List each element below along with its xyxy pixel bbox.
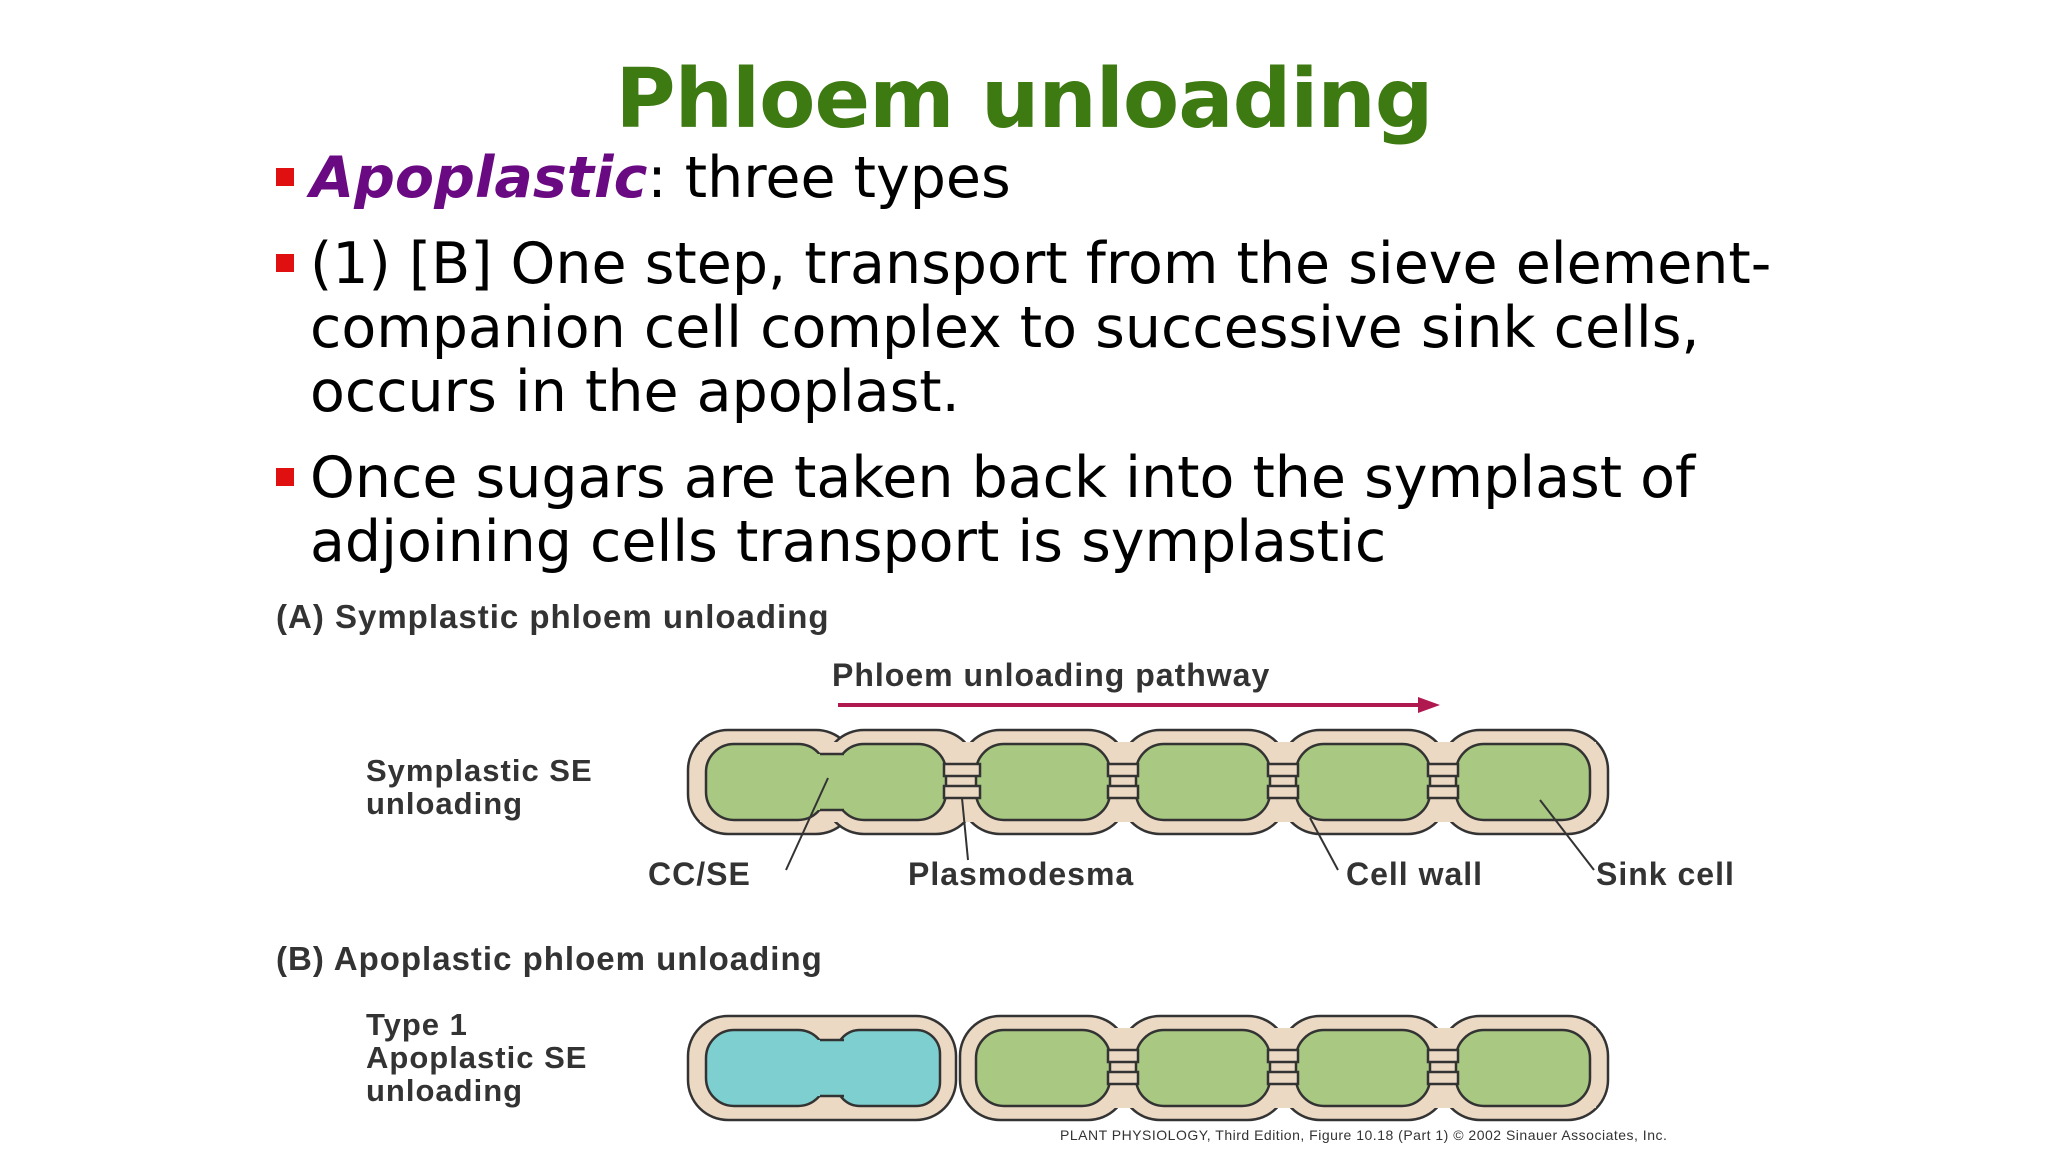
sink-cell-shape (1294, 742, 1432, 822)
side-label-line: Apoplastic SE (366, 1040, 588, 1075)
bullet-marker (276, 254, 294, 272)
bullet-line: Once sugars are taken back into the symp… (310, 445, 1696, 511)
figure-credit: PLANT PHYSIOLOGY, Third Edition, Figure … (1060, 1127, 1668, 1143)
plasmodesmata (942, 762, 1460, 800)
sink-cell-shape (974, 742, 1112, 822)
bullet-symplast: Once sugars are taken back into the symp… (276, 445, 1790, 575)
side-label-line: Symplastic SE (366, 753, 593, 788)
side-label-line: unloading (366, 786, 524, 821)
callout-sink-cell: Sink cell (1596, 856, 1735, 892)
bullet-line: companion cell complex to successive sin… (310, 295, 1700, 361)
bullet-line: occurs in the apoplast. (310, 359, 960, 425)
sink-cell-shape (974, 1028, 1112, 1108)
panel-b-cell-chain (686, 1014, 1610, 1122)
bullet-marker (276, 168, 294, 186)
sink-cell-shape (1454, 742, 1592, 822)
bullet-marker (276, 468, 294, 486)
callout-cell-wall: Cell wall (1346, 856, 1484, 892)
panel-b-heading: (B) Apoplastic phloem unloading (276, 940, 823, 977)
bullet-text: : three types (647, 145, 1011, 211)
side-label-line: Type 1 (366, 1007, 468, 1042)
panel-a-heading: (A) Symplastic phloem unloading (276, 598, 830, 635)
slide-title: Phloem unloading (615, 52, 1434, 147)
bullet-line: (1) [B] One step, transport from the sie… (310, 231, 1772, 297)
panel-a-cell-chain (686, 728, 1610, 871)
sink-cell-shape (1134, 1028, 1272, 1108)
pathway-arrow (838, 697, 1440, 713)
panel-a-side-label: Symplastic SE unloading (366, 754, 593, 820)
panel-b-side-label: Type 1 Apoplastic SE unloading (366, 1008, 587, 1107)
bullet-emphasis: Apoplastic (310, 145, 648, 211)
sink-cell-shape (1294, 1028, 1432, 1108)
sink-cell-shape (1134, 742, 1272, 822)
sink-cell-shape (1454, 1028, 1592, 1108)
callout-plasmodesma: Plasmodesma (908, 856, 1135, 892)
bullet-line: adjoining cells transport is symplastic (310, 509, 1387, 575)
bullet-apoplastic: Apoplastic: three types (276, 145, 1790, 211)
callout-lines (785, 777, 1595, 871)
callout-cc-se: CC/SE (648, 856, 751, 892)
bullet-one-step: (1) [B] One step, transport from the sie… (276, 231, 1790, 425)
plasmodesmata (1106, 1048, 1460, 1086)
pathway-label: Phloem unloading pathway (832, 657, 1271, 693)
side-label-line: unloading (366, 1073, 524, 1108)
